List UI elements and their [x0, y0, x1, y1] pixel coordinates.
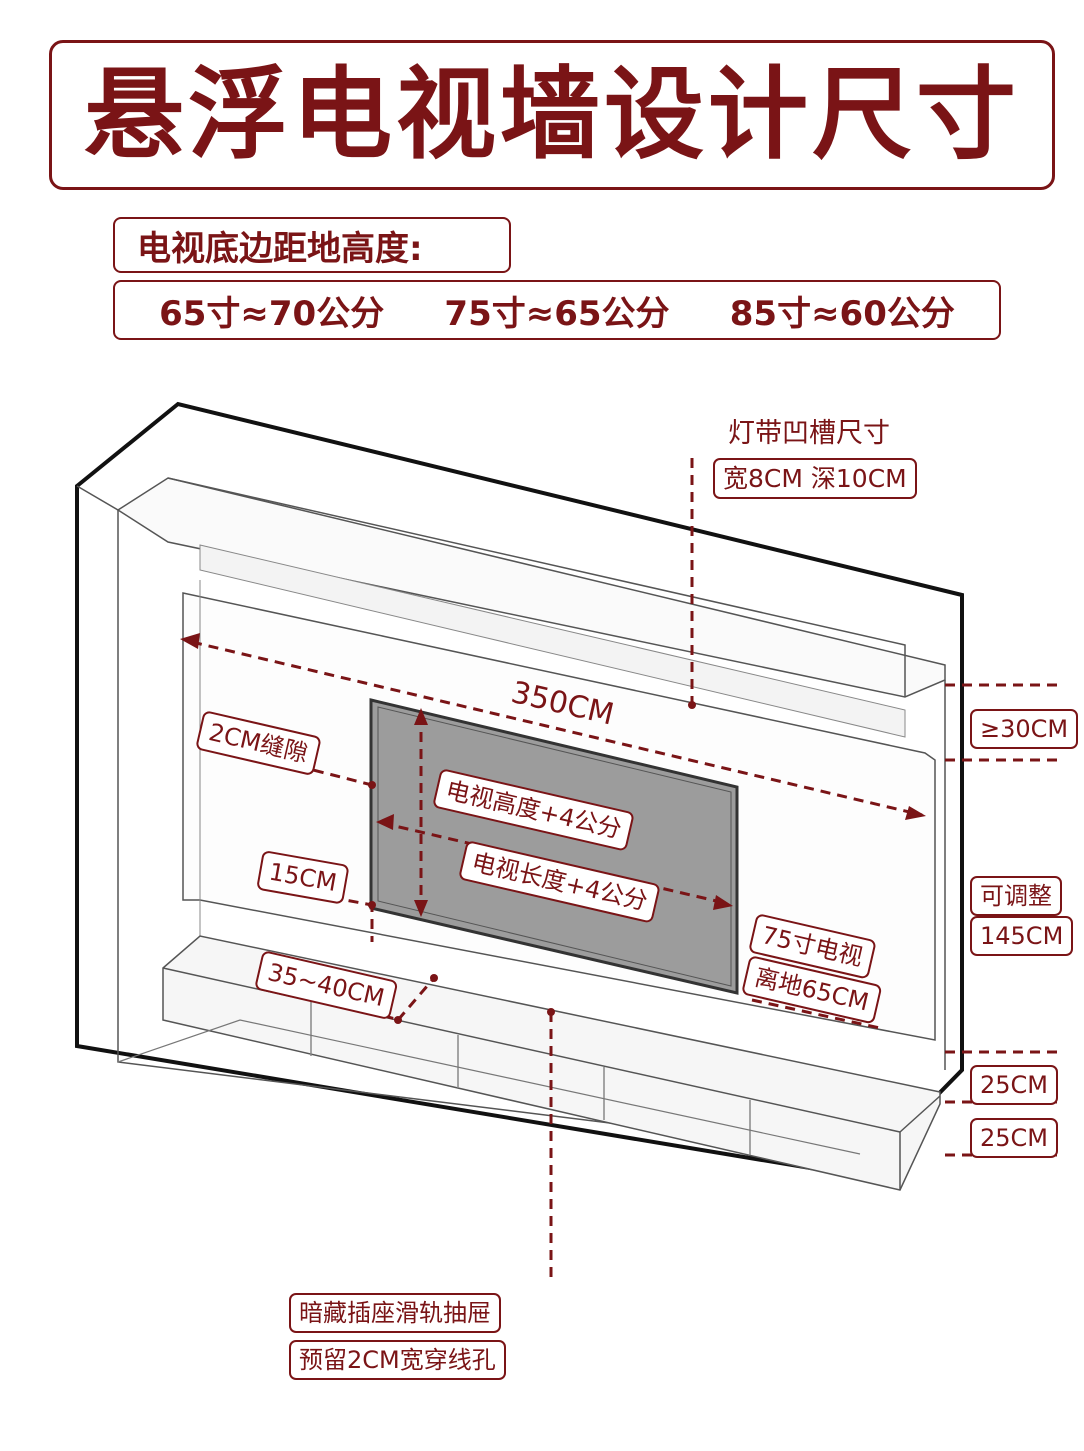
adjustable-label: 可调整	[970, 876, 1062, 916]
cable-hole-label: 预留2CM宽穿线孔	[289, 1340, 506, 1380]
subtitle: 电视底边距地高度:	[137, 228, 423, 269]
height-item-75: 75寸≈65公分	[444, 293, 670, 334]
height-item-65: 65寸≈70公分	[159, 293, 385, 334]
adjustable-value-label: 145CM	[970, 916, 1074, 956]
tv-wall-diagram: 灯带凹槽尺寸 宽8CM 深10CM 350CM 2CM缝隙 电视高度+4公分 电…	[0, 380, 1084, 1447]
page-title: 悬浮电视墙设计尺寸	[84, 56, 1020, 173]
height-item-85: 85寸≈60公分	[729, 293, 955, 334]
socket-drawer-label: 暗藏插座滑轨抽屉	[289, 1293, 501, 1333]
top-min-label: ≥30CM	[970, 709, 1079, 749]
title-box: 悬浮电视墙设计尺寸	[49, 40, 1055, 190]
height-list: 65寸≈70公分 75寸≈65公分 85寸≈60公分	[113, 280, 1001, 340]
light-groove-title: 灯带凹槽尺寸	[728, 418, 890, 449]
cabinet-height-label-2: 25CM	[970, 1118, 1059, 1158]
light-groove-size-label: 宽8CM 深10CM	[713, 458, 917, 499]
cabinet-height-label-1: 25CM	[970, 1065, 1059, 1105]
subtitle-box: 电视底边距地高度:	[113, 217, 511, 273]
tv-wall-drawing	[75, 401, 1060, 1280]
